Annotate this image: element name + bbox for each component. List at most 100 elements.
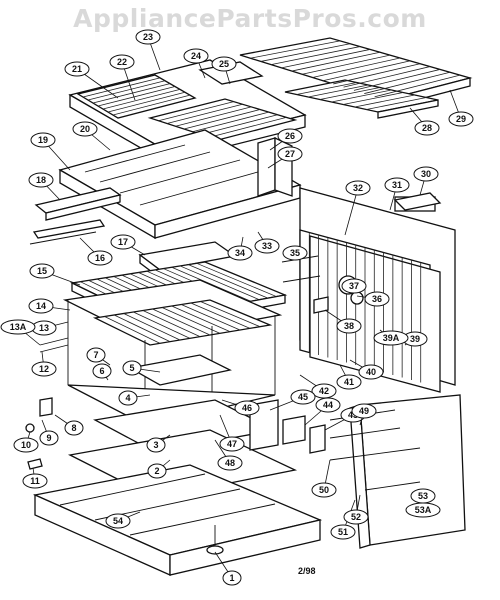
callout-number: 53A: [415, 505, 432, 515]
callout-26: 26: [269, 128, 303, 151]
callout-44: 44: [304, 397, 341, 426]
radiant-panels-32: [299, 229, 441, 393]
callout-6: 6: [92, 363, 112, 381]
callout-number: 30: [421, 169, 431, 179]
callout-number: 38: [344, 321, 354, 331]
callout-number: 28: [422, 123, 432, 133]
callout-number: 46: [242, 403, 252, 413]
callout-number: 23: [143, 32, 153, 42]
base-skid-54: [32, 464, 323, 577]
callout-number: 24: [191, 51, 201, 61]
callout-number: 44: [323, 400, 333, 410]
callout-number: 39: [410, 334, 420, 344]
callout-number: 35: [290, 248, 300, 258]
callout-number: 16: [95, 253, 105, 263]
drawing-date-code: 2/98: [298, 566, 316, 576]
callout-number: 52: [351, 512, 361, 522]
callout-39a: 39A: [373, 329, 409, 346]
callout-number: 27: [285, 149, 295, 159]
callout-number: 20: [80, 124, 90, 134]
callout-47: 47: [219, 414, 245, 452]
left-small-parts: [25, 337, 69, 470]
callout-number: 15: [37, 266, 47, 276]
callout-50: 50: [311, 459, 337, 498]
callout-number: 26: [285, 131, 295, 141]
callout-14: 14: [28, 298, 71, 314]
callout-22: 22: [109, 54, 136, 101]
callout-8: 8: [54, 414, 84, 436]
callout-number: 17: [118, 237, 128, 247]
callout-41: 41: [336, 364, 362, 390]
front-rail-18: [34, 187, 122, 221]
frame-14: [62, 279, 283, 426]
callout-number: 51: [338, 527, 348, 537]
watermark: AppliancePartsPros.com: [73, 4, 427, 33]
drip-pan-5: [128, 354, 232, 386]
callout-46: 46: [221, 399, 260, 416]
callout-number: 13A: [10, 322, 27, 332]
callout-1: 1: [214, 551, 242, 586]
callout-number: 11: [30, 476, 40, 486]
callout-number: 39A: [383, 333, 400, 343]
callout-45: 45: [269, 389, 316, 411]
callout-number: 45: [298, 392, 308, 402]
callout-number: 6: [99, 366, 104, 376]
callout-number: 2: [154, 466, 159, 476]
callout-10: 10: [13, 431, 39, 453]
callout-number: 7: [93, 350, 98, 360]
callout-53a: 53A: [405, 502, 441, 518]
callout-48: 48: [214, 439, 243, 471]
callout-number: 22: [117, 57, 127, 67]
bracket-30: [393, 192, 442, 211]
callout-number: 25: [219, 59, 229, 69]
callout-number: 12: [39, 364, 49, 374]
callout-layer: 1234567891011121313A14151617181920212223…: [0, 29, 474, 586]
callout-18: 18: [28, 172, 61, 201]
callout-7: 7: [86, 347, 111, 366]
callout-number: 10: [21, 440, 31, 450]
callout-number: 29: [456, 114, 466, 124]
callout-24: 24: [183, 48, 209, 79]
callout-29: 29: [448, 89, 474, 127]
callout-number: 48: [225, 458, 235, 468]
callout-number: 33: [262, 241, 272, 251]
callout-number: 40: [366, 367, 376, 377]
callout-23: 23: [135, 29, 161, 71]
callout-number: 37: [349, 281, 359, 291]
leveling-foot-1: [206, 525, 224, 555]
callout-49: 49: [351, 403, 377, 426]
top-grate-assembly: [68, 59, 307, 164]
callout-number: 21: [72, 64, 82, 74]
callout-number: 4: [125, 393, 130, 403]
callout-38: 38: [324, 309, 362, 334]
callout-37: 37: [341, 278, 367, 294]
callout-number: 3: [153, 440, 158, 450]
callout-number: 50: [319, 485, 329, 495]
callout-15: 15: [29, 263, 81, 286]
callout-number: 8: [71, 423, 76, 433]
callout-31: 31: [384, 177, 410, 211]
callout-33: 33: [254, 231, 280, 254]
callout-35: 35: [282, 245, 308, 261]
callout-number: 41: [344, 377, 354, 387]
callout-number: 36: [372, 294, 382, 304]
callout-32: 32: [344, 180, 371, 236]
callout-3: 3: [146, 434, 171, 453]
callout-number: 34: [235, 248, 245, 258]
callout-40: 40: [349, 359, 384, 380]
callout-number: 32: [353, 183, 363, 193]
callout-number: 42: [319, 386, 329, 396]
callout-5: 5: [122, 360, 161, 376]
callout-16: 16: [79, 237, 113, 266]
callout-27: 27: [267, 146, 303, 169]
callout-number: 53: [418, 491, 428, 501]
callout-number: 19: [38, 135, 48, 145]
callout-19: 19: [30, 132, 71, 171]
callout-20: 20: [72, 121, 111, 151]
callout-number: 14: [36, 301, 46, 311]
callout-4: 4: [118, 390, 151, 406]
callout-21: 21: [64, 61, 119, 99]
callout-number: 54: [113, 516, 123, 526]
callout-number: 9: [46, 433, 51, 443]
